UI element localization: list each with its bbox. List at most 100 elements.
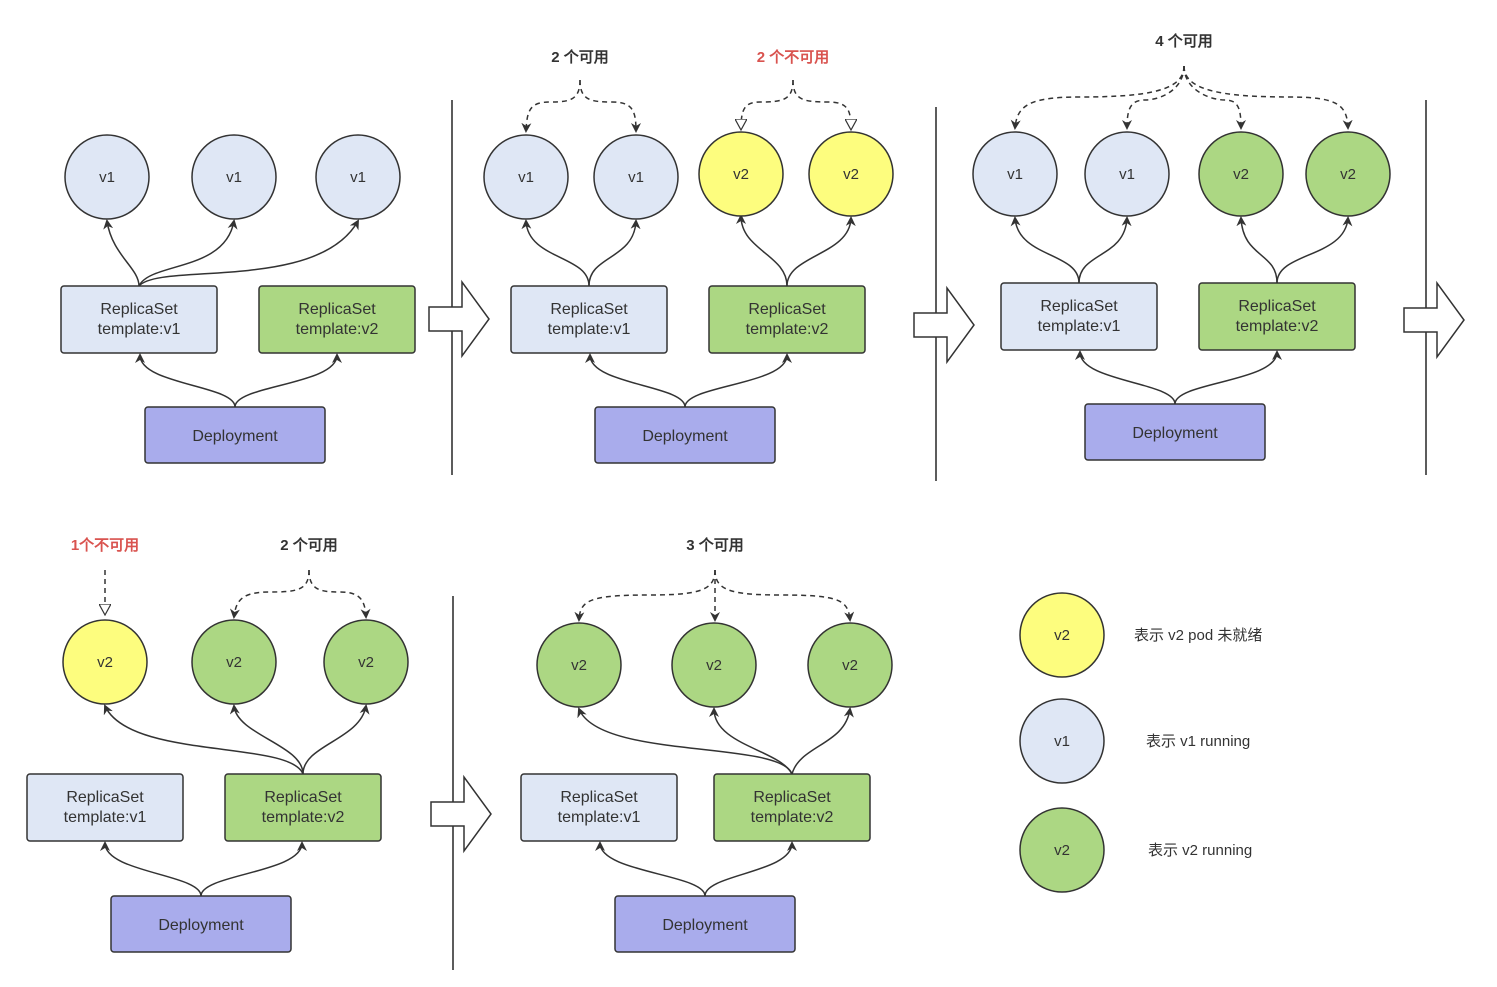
replicaset-template-label: template:v1 bbox=[1038, 318, 1121, 335]
replicaset-v1-box bbox=[510, 285, 668, 354]
deployment-box bbox=[144, 406, 326, 464]
connector-arrow bbox=[577, 707, 793, 775]
pod-circle bbox=[1084, 131, 1170, 217]
replicaset-label: ReplicaSet bbox=[264, 789, 342, 806]
pod-circle bbox=[807, 622, 893, 708]
connector-arrow bbox=[736, 214, 788, 287]
replicaset-template-label: template:v1 bbox=[548, 321, 631, 338]
connector-arrow bbox=[138, 219, 359, 287]
connector-arrow bbox=[1276, 216, 1353, 284]
connector-arrow bbox=[138, 219, 238, 287]
availability-arrow bbox=[521, 79, 581, 133]
pod-circle bbox=[191, 134, 277, 220]
pod-label: v2 bbox=[1340, 166, 1356, 183]
pod-label: v2 bbox=[226, 654, 242, 671]
replicaset-template-label: template:v2 bbox=[751, 809, 834, 826]
deployment-box bbox=[110, 895, 292, 953]
next-step-arrow bbox=[913, 285, 975, 365]
connector-arrow bbox=[100, 841, 202, 897]
pod-circle bbox=[698, 131, 784, 217]
pod-label: v2 bbox=[358, 654, 374, 671]
replicaset-v2-box bbox=[224, 773, 382, 842]
connector-arrow bbox=[1174, 350, 1282, 405]
pod-label: v2 bbox=[706, 657, 722, 674]
connector-arrow bbox=[103, 704, 304, 775]
deployment-label: Deployment bbox=[642, 428, 728, 445]
availability-arrow bbox=[792, 79, 851, 129]
connector-arrow bbox=[709, 707, 793, 775]
pod-label: v1 bbox=[1119, 166, 1135, 183]
pod-label: v2 bbox=[842, 657, 858, 674]
pod-label: v2 bbox=[97, 654, 113, 671]
connector-arrow bbox=[302, 704, 370, 775]
pod-label: v2 bbox=[1233, 166, 1249, 183]
replicaset-label: ReplicaSet bbox=[298, 301, 376, 318]
availability-arrow bbox=[1122, 65, 1185, 130]
deployment-label: Deployment bbox=[192, 428, 278, 445]
pod-circle bbox=[483, 134, 569, 220]
connector-arrow bbox=[521, 219, 590, 287]
connector-arrow bbox=[229, 704, 304, 775]
legend-pod-circle bbox=[1019, 698, 1105, 784]
legend-text: 表示 v2 running bbox=[1148, 842, 1252, 859]
pod-circle bbox=[62, 619, 148, 705]
replicaset-template-label: template:v2 bbox=[296, 321, 379, 338]
replicaset-v1-box bbox=[26, 773, 184, 842]
connector-arrow bbox=[200, 841, 307, 897]
availability-arrow bbox=[229, 569, 310, 619]
connector-arrow bbox=[103, 219, 140, 287]
replicaset-label: ReplicaSet bbox=[66, 789, 144, 806]
next-step-arrow bbox=[1403, 280, 1465, 360]
availability-arrow bbox=[1183, 65, 1246, 130]
availability-arrow bbox=[574, 569, 716, 622]
pod-label: v1 bbox=[628, 169, 644, 186]
replicaset-v1-box bbox=[60, 285, 218, 354]
availability-arrow bbox=[308, 569, 371, 619]
available-count-label: 4 个可用 bbox=[1155, 32, 1213, 50]
availability-arrow bbox=[1183, 65, 1353, 130]
connector-arrow bbox=[588, 219, 641, 287]
replicaset-label: ReplicaSet bbox=[1238, 298, 1316, 315]
connector-arrow bbox=[791, 707, 854, 775]
replicaset-v2-box bbox=[258, 285, 416, 354]
pod-label: v1 bbox=[99, 169, 115, 186]
next-step-arrow bbox=[428, 279, 490, 359]
pod-label: v1 bbox=[350, 169, 366, 186]
legend-pod-label: v2 bbox=[1054, 627, 1070, 644]
deployment-label: Deployment bbox=[158, 917, 244, 934]
replicaset-label: ReplicaSet bbox=[550, 301, 628, 318]
legend-pod-label: v1 bbox=[1054, 733, 1070, 750]
availability-arrow bbox=[714, 569, 855, 622]
replicaset-label: ReplicaSet bbox=[753, 789, 831, 806]
available-count-label: 2 个可用 bbox=[280, 536, 338, 554]
available-count-label: 2 个可用 bbox=[551, 48, 609, 66]
pod-label: v1 bbox=[518, 169, 534, 186]
pod-label: v2 bbox=[843, 166, 859, 183]
deployment-label: Deployment bbox=[662, 917, 748, 934]
legend-pod-circle bbox=[1019, 592, 1105, 678]
legend-text: 表示 v2 pod 未就绪 bbox=[1134, 627, 1262, 644]
replicaset-template-label: template:v2 bbox=[746, 321, 829, 338]
pod-circle bbox=[64, 134, 150, 220]
pod-circle bbox=[323, 619, 409, 705]
connector-arrow bbox=[1010, 216, 1080, 284]
pod-circle bbox=[593, 134, 679, 220]
pod-label: v1 bbox=[1007, 166, 1023, 183]
connector-arrow bbox=[1075, 350, 1176, 405]
unavailable-count-label: 2 个不可用 bbox=[757, 48, 830, 66]
availability-arrow bbox=[1010, 65, 1185, 130]
replicaset-template-label: template:v1 bbox=[558, 809, 641, 826]
connector-arrow bbox=[786, 216, 856, 287]
next-step-arrow bbox=[430, 774, 492, 854]
available-count-label: 3 个可用 bbox=[686, 536, 744, 554]
replicaset-template-label: template:v2 bbox=[262, 809, 345, 826]
legend-pod-label: v2 bbox=[1054, 842, 1070, 859]
pod-circle bbox=[972, 131, 1058, 217]
pod-circle bbox=[191, 619, 277, 705]
replicaset-v1-box bbox=[520, 773, 678, 842]
deployment-box bbox=[614, 895, 796, 953]
availability-arrow bbox=[579, 79, 641, 133]
deployment-box bbox=[594, 406, 776, 464]
replicaset-v1-box bbox=[1000, 282, 1158, 351]
